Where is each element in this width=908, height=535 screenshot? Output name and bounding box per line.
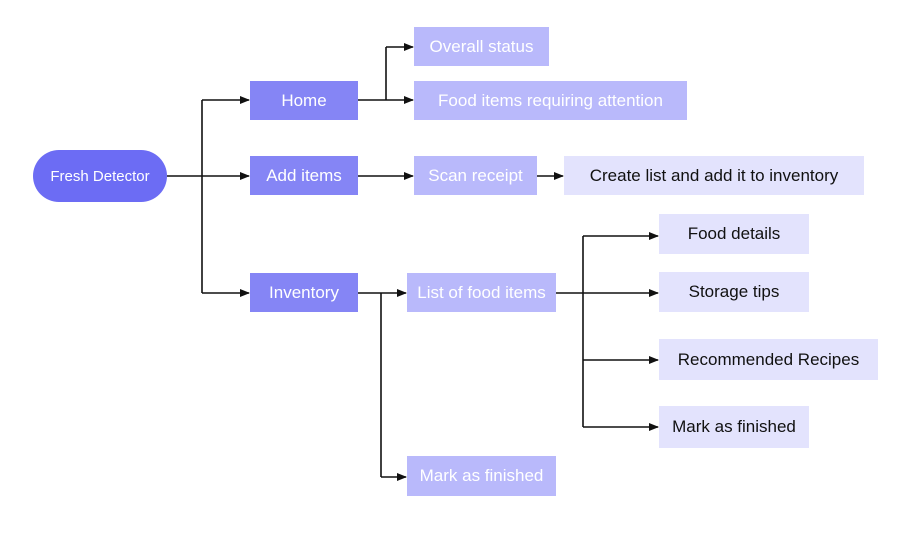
node-inventory: Inventory [250,273,358,312]
node-recommended-recipes: Recommended Recipes [659,339,878,380]
node-storage-tips: Storage tips [659,272,809,312]
node-mark-as-finished-inventory: Mark as finished [407,456,556,496]
node-overall-status: Overall status [414,27,549,66]
node-scan-receipt: Scan receipt [414,156,537,195]
node-add-items: Add items [250,156,358,195]
node-mark-as-finished-list: Mark as finished [659,406,809,448]
node-fresh-detector: Fresh Detector [33,150,167,202]
node-create-list-add-to-inventory: Create list and add it to inventory [564,156,864,195]
node-food-items-requiring-attention: Food items requiring attention [414,81,687,120]
node-home: Home [250,81,358,120]
node-list-of-food-items: List of food items [407,273,556,312]
node-food-details: Food details [659,214,809,254]
